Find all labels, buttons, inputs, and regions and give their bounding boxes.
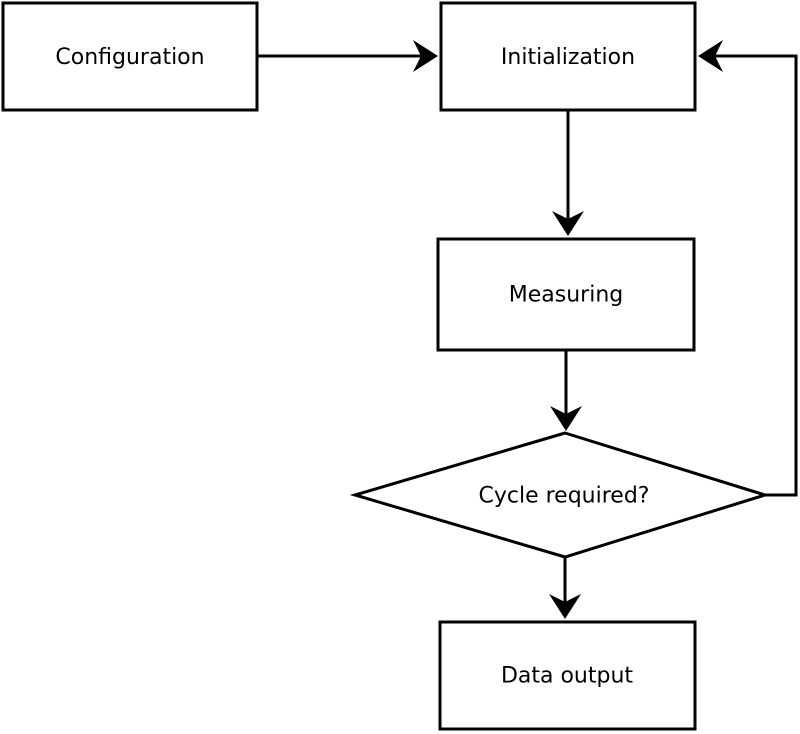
edge-loop-line: [715, 54, 798, 497]
arrowhead-down-icon: [552, 211, 584, 236]
node-data-output: Data output: [438, 620, 697, 731]
node-configuration: Configuration: [1, 1, 259, 112]
node-initialization: Initialization: [439, 1, 697, 112]
arrowhead-right-icon: [413, 40, 438, 72]
node-measuring: Measuring: [436, 237, 696, 352]
node-initialization-shape: [439, 1, 697, 112]
node-cycle-required-label: Cycle required?: [479, 484, 650, 509]
node-data-output-shape: [438, 620, 697, 731]
node-configuration-label: Configuration: [55, 45, 204, 70]
node-measuring-label: Measuring: [509, 283, 623, 308]
arrowhead-down-icon: [549, 594, 581, 619]
arrowhead-left-icon: [698, 40, 723, 72]
node-cycle-required-shape: [349, 431, 771, 559]
node-configuration-shape: [1, 1, 259, 112]
node-data-output-label: Data output: [501, 664, 633, 689]
edge-decision-loop-to-initialization: [698, 40, 798, 497]
edge-decision-to-data-output: [549, 557, 581, 619]
edge-initialization-to-measuring: [552, 110, 584, 236]
node-measuring-shape: [436, 237, 696, 352]
node-cycle-required: Cycle required?: [349, 431, 771, 559]
node-initialization-label: Initialization: [501, 45, 635, 70]
edge-configuration-to-initialization: [257, 40, 438, 72]
arrowhead-down-icon: [550, 406, 582, 431]
edge-measuring-to-decision: [550, 350, 582, 431]
